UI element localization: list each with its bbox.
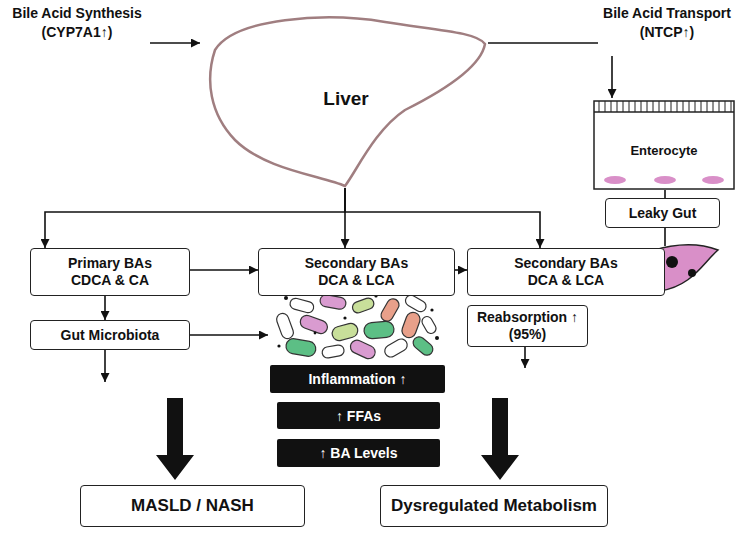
flow-arrow	[345, 188, 540, 248]
node-title: Inflammation ↑	[308, 371, 406, 387]
node-title: Leaky Gut	[629, 205, 697, 222]
transport-arrow	[611, 56, 613, 98]
transport-line	[488, 42, 598, 44]
process-box: Gut Microbiota	[30, 320, 190, 350]
process-box: Primary BAsCDCA & CA	[30, 248, 190, 296]
process-box: Leaky Gut	[605, 198, 720, 228]
flow-arrow	[45, 188, 345, 248]
node-title: Gut Microbiota	[61, 327, 160, 344]
synthesis-arrow	[150, 42, 200, 44]
node-title: ↑ BA Levels	[319, 445, 397, 461]
outcome-box: MASLD / NASH	[80, 485, 305, 527]
node-title: Reabsorption ↑	[477, 309, 578, 326]
leaky-gut-line	[664, 228, 666, 246]
microbiota-arrow	[190, 334, 268, 336]
effect-box: Inflammation ↑	[270, 365, 445, 393]
process-box: Secondary BAsDCA & LCA	[467, 248, 665, 296]
reabsorption-arrow	[524, 347, 526, 368]
node-subtitle: DCA & LCA	[318, 272, 394, 289]
bacteria-illustration	[275, 290, 439, 361]
node-subtitle: (95%)	[509, 326, 546, 343]
node-title: ↑ FFAs	[336, 408, 381, 424]
process-label: Bile Acid Transport (NTCP↑)	[594, 4, 740, 42]
node-title: Secondary BAs	[305, 255, 408, 272]
flow-arrow	[664, 190, 666, 198]
flow-arrow	[455, 269, 467, 271]
node-title: Secondary BAs	[514, 255, 617, 272]
node-subtitle: DCA & LCA	[528, 272, 604, 289]
effect-box: ↑ BA Levels	[277, 439, 440, 467]
flow-arrow	[190, 269, 258, 271]
outcome-arrow	[156, 398, 194, 480]
node-title: Liver	[323, 88, 368, 110]
process-label: Bile Acid Synthesis (CYP7A1↑)	[2, 4, 152, 42]
process-box: Reabsorption ↑(95%)	[467, 305, 588, 347]
node-title: Primary BAs	[68, 255, 152, 272]
enterocyte-cell: Enterocyte	[593, 100, 735, 190]
liver-organ: Liver	[205, 10, 487, 188]
outcome-box: Dysregulated Metabolism	[380, 485, 608, 527]
node-title: Dysregulated Metabolism	[391, 496, 597, 516]
node-title: MASLD / NASH	[131, 496, 254, 516]
effect-box: ↑ FFAs	[277, 402, 440, 429]
flow-arrow	[104, 296, 106, 320]
node-title: Enterocyte	[630, 143, 697, 158]
flow-arrow	[344, 188, 346, 248]
microbiota-down-arrow	[104, 350, 106, 382]
outcome-arrow	[481, 398, 519, 480]
process-box: Secondary BAsDCA & LCA	[258, 248, 455, 296]
node-subtitle: CDCA & CA	[71, 272, 149, 289]
